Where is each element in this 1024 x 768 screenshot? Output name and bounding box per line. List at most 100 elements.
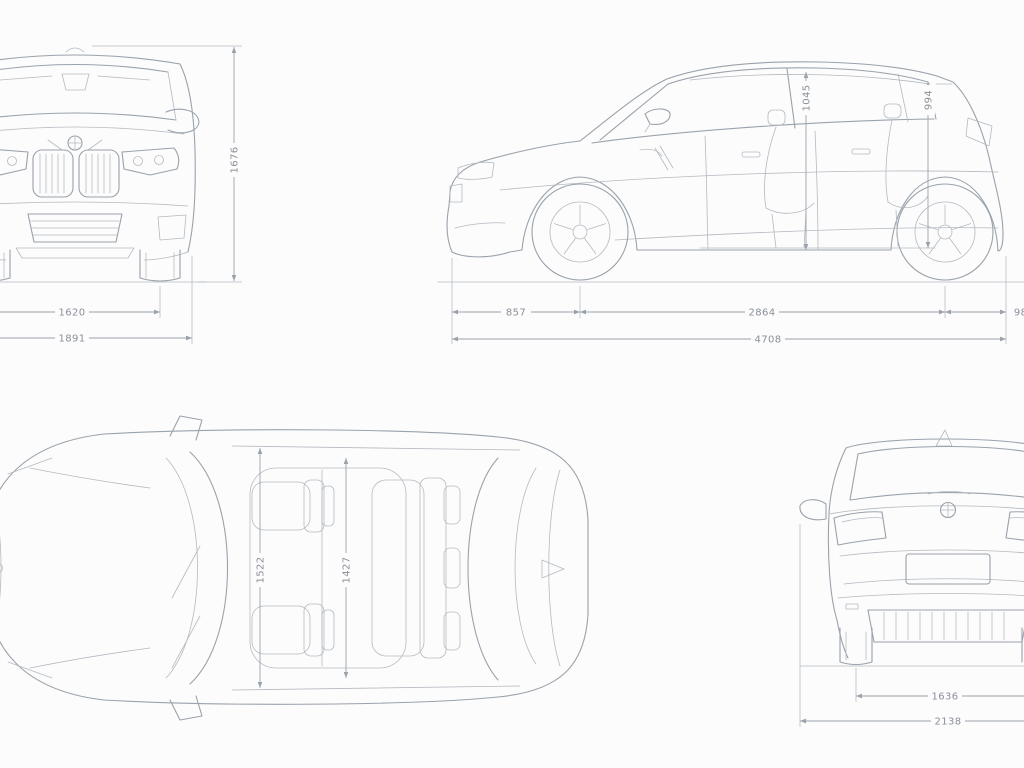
front-rearview-mirror — [61, 73, 90, 91]
rear-right-taillight — [1005, 511, 1024, 541]
svg-text:1522: 1522 — [256, 556, 267, 583]
side-window-top — [667, 67, 929, 85]
top-view: 1522 1427 — [0, 415, 589, 721]
front-right-mirror — [165, 108, 200, 134]
dim-label-rear-track: 1636 — [928, 689, 962, 703]
dim-label-overall-length: 4708 — [751, 332, 785, 346]
top-right-mirror — [169, 695, 203, 721]
side-lower-crease — [614, 227, 999, 241]
front-view: 1676 1620 1891 — [0, 45, 242, 345]
side-steering-wheel — [654, 147, 669, 171]
dim-label-front-interior-width: 1522 — [253, 553, 267, 587]
top-left-mirror — [169, 415, 203, 441]
side-b-pillar — [786, 68, 796, 129]
dim-label-rear-interior-width: 1427 — [339, 553, 353, 587]
top-front-seat-right — [251, 603, 335, 657]
side-rear-door-handle — [851, 148, 871, 155]
side-mirror — [644, 108, 671, 133]
side-c-pillar — [897, 73, 909, 123]
front-right-headlight — [121, 147, 180, 176]
side-front-wheel — [531, 183, 629, 281]
top-view-car-outline — [0, 415, 589, 721]
front-left-headlight — [0, 149, 29, 176]
side-front-door-handle — [741, 151, 761, 158]
dim-label-front-height: 1676 — [227, 143, 241, 177]
side-taillight — [965, 117, 993, 147]
front-kidney-grille — [32, 149, 120, 198]
top-rear-bench — [371, 477, 461, 659]
top-cowl-arc — [165, 457, 198, 679]
top-right-headlight-line — [7, 661, 53, 679]
svg-text:1045: 1045 — [802, 84, 813, 111]
rear-left-taillight — [833, 511, 887, 546]
top-left-headlight-line — [7, 457, 53, 475]
side-front-seat — [764, 109, 815, 249]
rear-window — [849, 445, 1024, 501]
side-rear-door-cut — [814, 130, 819, 251]
front-sun-visor-right — [97, 75, 151, 81]
rear-view: 1636 2138 — [799, 429, 1024, 728]
top-view-dimensions: 1522 1427 — [253, 448, 353, 688]
front-roof-antenna — [65, 47, 85, 53]
dim-label-rear-width-mirrors: 2138 — [931, 714, 965, 728]
front-hood-crease — [0, 126, 185, 135]
front-windshield-top — [0, 63, 169, 73]
front-bumper-crease — [0, 201, 189, 207]
svg-text:2864: 2864 — [748, 308, 775, 319]
front-right-wheel — [139, 249, 181, 282]
front-right-side-intake — [157, 214, 187, 241]
side-view-car-outline — [437, 61, 1024, 283]
front-left-wheel — [0, 249, 11, 281]
svg-text:2138: 2138 — [934, 717, 961, 728]
side-shoulder-crease — [499, 170, 999, 191]
top-wiper-left — [171, 545, 201, 599]
rear-tailgate-crease-lower — [843, 578, 1024, 585]
top-spoiler-line — [548, 469, 561, 667]
rear-view-dimensions: 1636 2138 — [799, 524, 1024, 728]
side-a-pillar — [599, 83, 669, 141]
side-beltline — [591, 118, 935, 144]
front-view-dimensions: 1676 1620 1891 — [0, 45, 242, 345]
top-front-roundel — [0, 563, 3, 573]
dim-label-front-track: 1620 — [55, 305, 89, 319]
dim-label-front-overall-width: 1891 — [55, 331, 89, 345]
rear-bmw-roundel — [939, 501, 957, 519]
svg-text:1676: 1676 — [230, 146, 241, 173]
top-body-outline — [0, 429, 589, 705]
front-roof-line — [0, 54, 181, 65]
front-windshield-bottom — [0, 112, 177, 121]
rear-bumper-line — [837, 593, 1024, 599]
top-roof-rail-lower — [231, 685, 521, 691]
side-view-dimensions: 1045 994 857 2864 98 — [451, 72, 1024, 346]
rear-left-reflector — [845, 603, 859, 610]
svg-text:994: 994 — [924, 90, 935, 110]
top-sunroof — [249, 467, 407, 669]
rear-left-wheel — [839, 627, 873, 666]
rear-shark-fin-antenna — [935, 429, 953, 447]
top-hood-line-upper — [29, 467, 151, 489]
top-hood-line-lower — [29, 647, 151, 669]
rear-wiper — [927, 490, 971, 495]
svg-text:4708: 4708 — [754, 335, 781, 346]
top-roof-rail-upper — [231, 445, 521, 451]
front-sun-visor-left — [0, 75, 53, 81]
top-hatch-line — [514, 467, 537, 665]
side-rear-wheel — [896, 183, 994, 281]
top-wiper-right — [171, 615, 201, 669]
dim-label-front-interior-height: 1045 — [799, 81, 813, 115]
side-front-door-cut — [704, 135, 709, 251]
top-front-seat-left — [251, 479, 335, 533]
side-view: 1045 994 857 2864 98 — [437, 61, 1024, 346]
rear-roof-line — [845, 438, 1024, 449]
top-windshield-arc — [189, 451, 228, 685]
dim-label-rear-interior-height: 994 — [921, 85, 935, 115]
front-bmw-roundel — [67, 135, 83, 151]
svg-text:1636: 1636 — [931, 692, 958, 703]
rear-license-plate — [905, 553, 991, 585]
rear-view-car-outline — [799, 429, 1024, 667]
dim-label-wheelbase: 2864 — [745, 305, 779, 319]
svg-text:987: 987 — [1014, 308, 1024, 319]
rear-left-mirror — [799, 499, 827, 521]
